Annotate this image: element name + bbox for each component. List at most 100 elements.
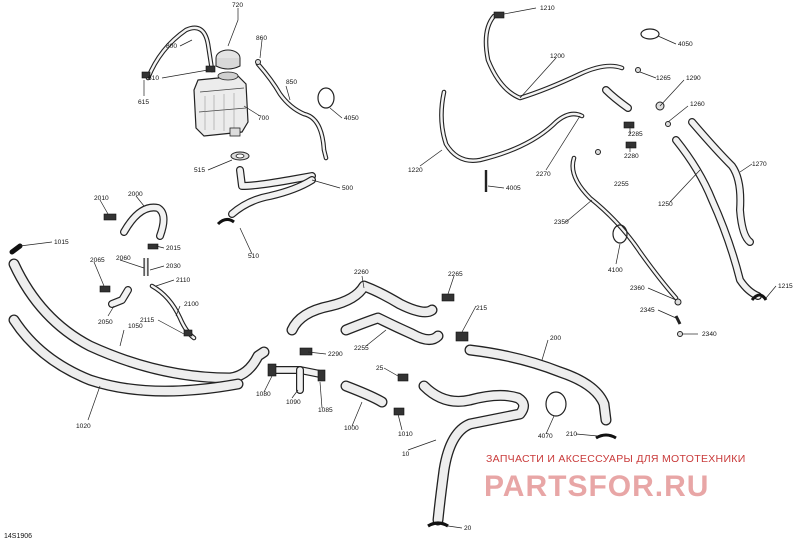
hose-clamp[interactable] bbox=[267, 363, 277, 377]
callout-label[interactable]: 1250 bbox=[658, 201, 673, 208]
callout-label[interactable]: 1290 bbox=[686, 75, 701, 82]
fitting[interactable] bbox=[9, 243, 23, 255]
fitting[interactable] bbox=[635, 67, 641, 73]
hose-clamp[interactable] bbox=[750, 293, 768, 301]
callout-label[interactable]: 2110 bbox=[176, 277, 191, 284]
callout-label[interactable]: 2100 bbox=[184, 301, 199, 308]
hose-bracket[interactable] bbox=[230, 151, 250, 161]
callout-label[interactable]: 610 bbox=[148, 75, 159, 82]
hose-clamp[interactable] bbox=[441, 293, 455, 302]
callout-label[interactable]: 2280 bbox=[624, 153, 639, 160]
callout-label[interactable]: 1010 bbox=[398, 431, 413, 438]
callout-label[interactable]: 1000 bbox=[344, 425, 359, 432]
hose-clamp[interactable] bbox=[147, 243, 159, 250]
callout-label[interactable]: 4005 bbox=[506, 185, 521, 192]
fitting[interactable] bbox=[674, 315, 682, 325]
callout-label[interactable]: 2265 bbox=[448, 271, 463, 278]
callout-label[interactable]: 700 bbox=[258, 115, 269, 122]
callout-label[interactable]: 2050 bbox=[98, 319, 113, 326]
callout-label[interactable]: 10 bbox=[402, 451, 410, 458]
callout-label[interactable]: 2060 bbox=[116, 255, 131, 262]
spring-clamp[interactable] bbox=[545, 391, 567, 417]
callout-label[interactable]: 1020 bbox=[76, 423, 91, 430]
callout-label[interactable]: 2270 bbox=[536, 171, 551, 178]
radiator-hose-lower[interactable] bbox=[340, 312, 444, 345]
callout-label[interactable]: 2255 bbox=[614, 181, 629, 188]
callout-label[interactable]: 510 bbox=[248, 253, 259, 260]
callout-label[interactable]: 2290 bbox=[328, 351, 343, 358]
reservoir-tank[interactable] bbox=[193, 75, 249, 137]
hose-clamp[interactable] bbox=[427, 521, 449, 528]
hose-clamp[interactable] bbox=[493, 11, 505, 19]
callout-label[interactable]: 850 bbox=[286, 79, 297, 86]
callout-label[interactable]: 515 bbox=[194, 167, 205, 174]
reservoir-cap[interactable] bbox=[215, 49, 241, 81]
bypass-hose[interactable] bbox=[120, 203, 168, 240]
callout-label[interactable]: 1220 bbox=[408, 167, 423, 174]
fitting[interactable] bbox=[677, 331, 683, 337]
callout-label[interactable]: 215 bbox=[476, 305, 487, 312]
callout-label[interactable]: 4050 bbox=[678, 41, 693, 48]
spring-clamp[interactable] bbox=[317, 87, 335, 109]
callout-label[interactable]: 210 bbox=[566, 431, 577, 438]
callout-label[interactable]: 800 bbox=[166, 43, 177, 50]
hose-clamp[interactable] bbox=[299, 347, 313, 356]
callout-label[interactable]: 2030 bbox=[166, 263, 181, 270]
callout-label[interactable]: 2260 bbox=[354, 269, 369, 276]
fitting[interactable] bbox=[674, 298, 682, 306]
callout-label[interactable]: 2345 bbox=[640, 307, 655, 314]
callout-label[interactable]: 2010 bbox=[94, 195, 109, 202]
callout-label[interactable]: 2015 bbox=[166, 245, 181, 252]
callout-label[interactable]: 2115 bbox=[140, 317, 155, 324]
callout-label[interactable]: 1050 bbox=[128, 323, 143, 330]
callout-label[interactable]: 1015 bbox=[54, 239, 69, 246]
callout-label[interactable]: 1210 bbox=[540, 5, 555, 12]
callout-label[interactable]: 1265 bbox=[656, 75, 671, 82]
callout-label[interactable]: 200 bbox=[550, 335, 561, 342]
small-tube[interactable] bbox=[602, 86, 632, 112]
hose-clamp[interactable] bbox=[103, 213, 117, 221]
heater-hose-return[interactable] bbox=[439, 89, 585, 163]
drain-hose[interactable] bbox=[570, 155, 679, 301]
coolant-tube-1270[interactable] bbox=[688, 118, 754, 246]
callout-label[interactable]: 2360 bbox=[630, 285, 645, 292]
callout-label[interactable]: 2350 bbox=[554, 219, 569, 226]
callout-label[interactable]: 615 bbox=[138, 99, 149, 106]
callout-label[interactable]: 2065 bbox=[90, 257, 105, 264]
callout-label[interactable]: 720 bbox=[232, 2, 243, 9]
callout-label[interactable]: 2255 bbox=[354, 345, 369, 352]
callout-label[interactable]: 4070 bbox=[538, 433, 553, 440]
callout-label[interactable]: 1085 bbox=[318, 407, 333, 414]
callout-label[interactable]: 2285 bbox=[628, 131, 643, 138]
callout-label[interactable]: 1080 bbox=[256, 391, 271, 398]
fitting[interactable] bbox=[255, 59, 261, 65]
hose-clamp[interactable] bbox=[183, 329, 193, 337]
hose-clamp[interactable] bbox=[99, 285, 111, 293]
callout-label[interactable]: 4050 bbox=[344, 115, 359, 122]
callout-label[interactable]: 1200 bbox=[550, 53, 565, 60]
callout-label[interactable]: 860 bbox=[256, 35, 267, 42]
callout-label[interactable]: 25 bbox=[376, 365, 384, 372]
hose-clamp[interactable] bbox=[393, 407, 405, 416]
callout-label[interactable]: 1260 bbox=[690, 101, 705, 108]
fitting[interactable] bbox=[595, 149, 601, 155]
spring-clamp[interactable] bbox=[612, 224, 628, 244]
coolant-hose[interactable] bbox=[228, 166, 316, 218]
tee-connector[interactable] bbox=[272, 366, 324, 394]
short-hose[interactable] bbox=[340, 380, 388, 408]
callout-label[interactable]: 1090 bbox=[286, 399, 301, 406]
hose-clamp[interactable] bbox=[595, 433, 617, 440]
vent-hose[interactable] bbox=[255, 61, 329, 161]
callout-label[interactable]: 1215 bbox=[778, 283, 793, 290]
callout-label[interactable]: 4100 bbox=[608, 267, 623, 274]
hose-clamp[interactable] bbox=[623, 121, 635, 129]
callout-label[interactable]: 500 bbox=[342, 185, 353, 192]
spring-clamp[interactable] bbox=[640, 28, 660, 40]
overflow-hose[interactable] bbox=[145, 25, 215, 81]
callout-label[interactable]: 2340 bbox=[702, 331, 717, 338]
hose-clamp[interactable] bbox=[216, 217, 235, 226]
elbow-fitting[interactable] bbox=[108, 286, 132, 308]
main-coolant-hose[interactable] bbox=[418, 380, 529, 526]
callout-label[interactable]: 20 bbox=[464, 525, 472, 532]
hose-clamp[interactable] bbox=[625, 141, 637, 149]
